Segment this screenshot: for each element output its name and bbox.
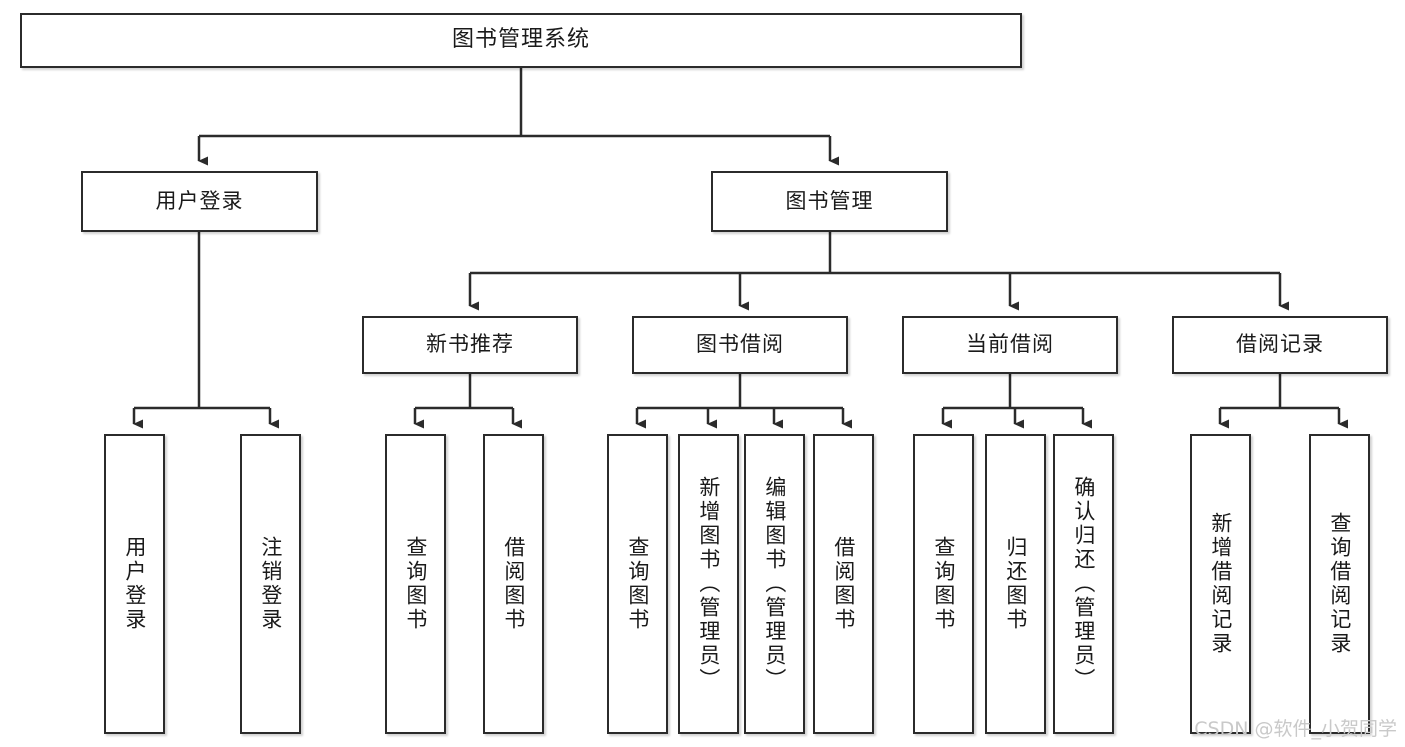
leaf-add-borrow-record[interactable]: 新增借阅记录 bbox=[1190, 434, 1251, 734]
leaf-logout[interactable]: 注销登录 bbox=[240, 434, 301, 734]
leaf-edit-book-admin-label: 编辑图书（管理员） bbox=[762, 476, 787, 692]
leaf-query-book-current[interactable]: 查询图书 bbox=[913, 434, 974, 734]
node-root-label: 图书管理系统 bbox=[451, 27, 590, 53]
leaf-return-book-label: 归还图书 bbox=[1003, 536, 1028, 632]
node-current-borrow[interactable]: 当前借阅 bbox=[902, 316, 1118, 374]
leaf-confirm-return-admin[interactable]: 确认归还（管理员） bbox=[1053, 434, 1114, 734]
leaf-borrow-book[interactable]: 借阅图书 bbox=[813, 434, 874, 734]
leaf-confirm-return-admin-label: 确认归还（管理员） bbox=[1071, 476, 1096, 692]
node-new-book-recommend-label: 新书推荐 bbox=[426, 332, 514, 357]
node-root[interactable]: 图书管理系统 bbox=[20, 13, 1022, 68]
leaf-query-book-recommend[interactable]: 查询图书 bbox=[385, 434, 446, 734]
leaf-borrow-book-label: 借阅图书 bbox=[831, 536, 856, 632]
leaf-query-borrow-record[interactable]: 查询借阅记录 bbox=[1309, 434, 1370, 734]
leaf-query-book-current-label: 查询图书 bbox=[931, 536, 956, 632]
leaf-add-book-admin-label: 新增图书（管理员） bbox=[696, 476, 721, 692]
leaf-query-borrow-record-label: 查询借阅记录 bbox=[1327, 512, 1352, 656]
leaf-logout-label: 注销登录 bbox=[258, 536, 283, 632]
node-book-borrow-label: 图书借阅 bbox=[696, 332, 784, 357]
leaf-user-login-label: 用户登录 bbox=[122, 536, 147, 632]
node-book-management[interactable]: 图书管理 bbox=[711, 171, 948, 232]
node-new-book-recommend[interactable]: 新书推荐 bbox=[362, 316, 578, 374]
node-borrow-record-label: 借阅记录 bbox=[1236, 332, 1324, 357]
leaf-add-book-admin[interactable]: 新增图书（管理员） bbox=[678, 434, 739, 734]
leaf-add-borrow-record-label: 新增借阅记录 bbox=[1208, 512, 1233, 656]
watermark: CSDN @软件_小贺同学 bbox=[1194, 718, 1397, 740]
node-user-login-label: 用户登录 bbox=[155, 188, 244, 213]
leaf-user-login[interactable]: 用户登录 bbox=[104, 434, 165, 734]
node-borrow-record[interactable]: 借阅记录 bbox=[1172, 316, 1388, 374]
node-user-login[interactable]: 用户登录 bbox=[81, 171, 318, 232]
node-current-borrow-label: 当前借阅 bbox=[966, 332, 1054, 357]
leaf-query-book-recommend-label: 查询图书 bbox=[403, 536, 428, 632]
leaf-return-book[interactable]: 归还图书 bbox=[985, 434, 1046, 734]
node-book-borrow[interactable]: 图书借阅 bbox=[632, 316, 848, 374]
leaf-borrow-book-recommend[interactable]: 借阅图书 bbox=[483, 434, 544, 734]
leaf-borrow-book-recommend-label: 借阅图书 bbox=[501, 536, 526, 632]
node-book-management-label: 图书管理 bbox=[785, 188, 874, 213]
leaf-query-book-borrow-label: 查询图书 bbox=[625, 536, 650, 632]
leaf-query-book-borrow[interactable]: 查询图书 bbox=[607, 434, 668, 734]
leaf-edit-book-admin[interactable]: 编辑图书（管理员） bbox=[744, 434, 805, 734]
